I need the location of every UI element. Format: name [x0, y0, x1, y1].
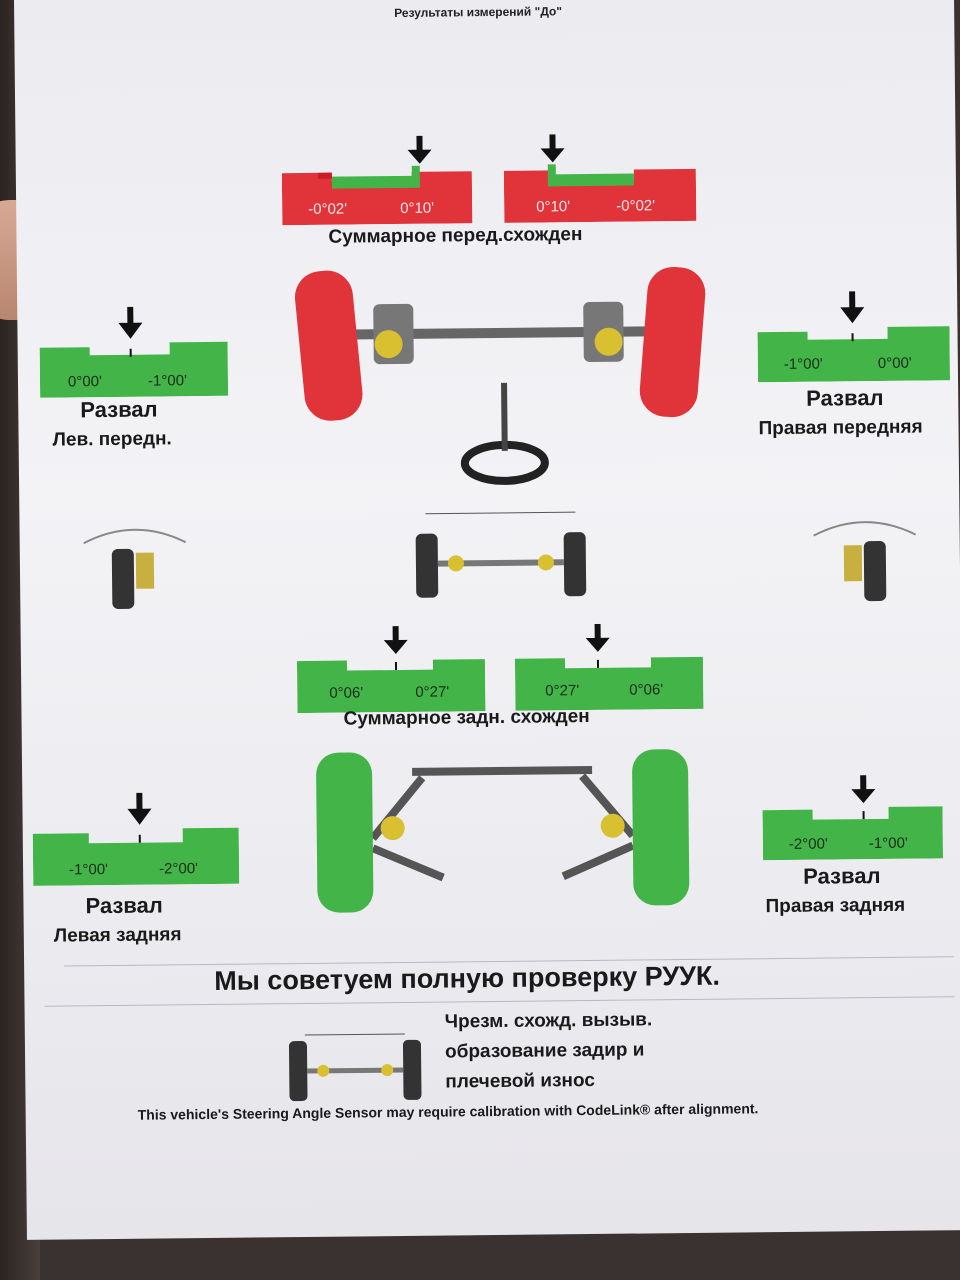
rear-toe-right-gauge: 0°27' 0°06' — [514, 623, 704, 711]
rear-right-camber-low: -2°00' — [788, 835, 828, 853]
front-right-camber-low: -1°00' — [783, 355, 823, 373]
rear-axle-illustration — [316, 749, 690, 913]
calibration-footer: This vehicle's Steering Angle Sensor may… — [137, 1100, 759, 1123]
rear-toe-left-gauge: 0°06' 0°27' — [296, 625, 486, 714]
front-toe-right-low: 0°10' — [536, 198, 571, 216]
front-toe-right-gauge: 0°10' -0°02' — [503, 133, 697, 223]
printout-page: Результаты измерений "До" -0°02' 0°10' 0… — [14, 0, 960, 1240]
front-right-camber-gauge: -1°00' 0°00' — [757, 290, 951, 383]
note-line: образование задир и — [444, 1039, 645, 1063]
rear-toe-caption: Суммарное задн. схожден — [343, 706, 590, 730]
rear-toe-right-high: 0°06' — [629, 681, 664, 699]
gauge-graphic — [296, 626, 486, 714]
front-toe-caption: Суммарное перед.схожден — [328, 224, 583, 248]
rear-right-camber-high: -1°00' — [868, 834, 908, 853]
gauge-graphic — [757, 291, 951, 383]
front-toe-left-low: -0°02' — [308, 200, 348, 218]
divider-bottom — [44, 996, 955, 1007]
gauge-graphic — [503, 134, 697, 223]
front-right-camber-high: 0°00' — [877, 354, 912, 372]
front-left-camber-gauge: 0°00' -1°00' — [39, 306, 229, 398]
right-camber-wheel-illustration — [813, 521, 917, 602]
rear-right-camber-subtitle: Правая задняя — [765, 894, 906, 918]
gauge-graphic — [281, 135, 473, 226]
rear-left-camber-high: -2°00' — [159, 860, 199, 878]
advice-text: Мы советуем полную проверку РУУК. — [214, 960, 721, 996]
front-toe-left-gauge: -0°02' 0°10' — [281, 135, 473, 226]
rear-right-camber-gauge: -2°00' -1°00' — [762, 774, 944, 861]
gauge-graphic — [514, 623, 704, 711]
front-left-camber-title: Развал — [80, 396, 158, 423]
rear-toe-right-low: 0°27' — [545, 682, 580, 700]
gauge-graphic — [39, 306, 229, 398]
rear-left-camber-low: -1°00' — [69, 861, 109, 879]
note-line: плечевой износ — [445, 1069, 595, 1093]
axle-width-illustration — [415, 511, 587, 598]
left-camber-wheel-illustration — [83, 528, 187, 609]
rear-toe-left-high: 0°27' — [415, 683, 450, 701]
rear-left-camber-title: Развал — [85, 892, 163, 919]
gauge-graphic — [32, 792, 240, 886]
front-left-camber-low: 0°00' — [67, 373, 102, 391]
gauge-graphic — [762, 775, 944, 861]
note-line: Чрезм. схожд. вызыв. — [444, 1009, 653, 1033]
front-left-camber-high: -1°00' — [147, 372, 187, 390]
report-header: Результаты измерений "До" — [394, 4, 563, 21]
front-axle-illustration — [294, 266, 706, 485]
front-right-camber-title: Развал — [806, 384, 884, 411]
front-toe-left-high: 0°10' — [400, 199, 435, 217]
rear-left-camber-gauge: -1°00' -2°00' — [32, 792, 240, 886]
rear-toe-left-low: 0°06' — [329, 684, 364, 702]
front-right-camber-subtitle: Правая передняя — [758, 416, 923, 440]
toe-wear-note: Чрезм. схожд. вызыв. образование задир и… — [445, 1005, 653, 1097]
front-toe-right-high: -0°02' — [616, 197, 656, 215]
toe-wear-illustration — [288, 1033, 422, 1102]
rear-left-camber-subtitle: Левая задняя — [53, 924, 182, 947]
rear-right-camber-title: Развал — [803, 862, 881, 889]
front-left-camber-subtitle: Лев. передн. — [52, 428, 172, 451]
